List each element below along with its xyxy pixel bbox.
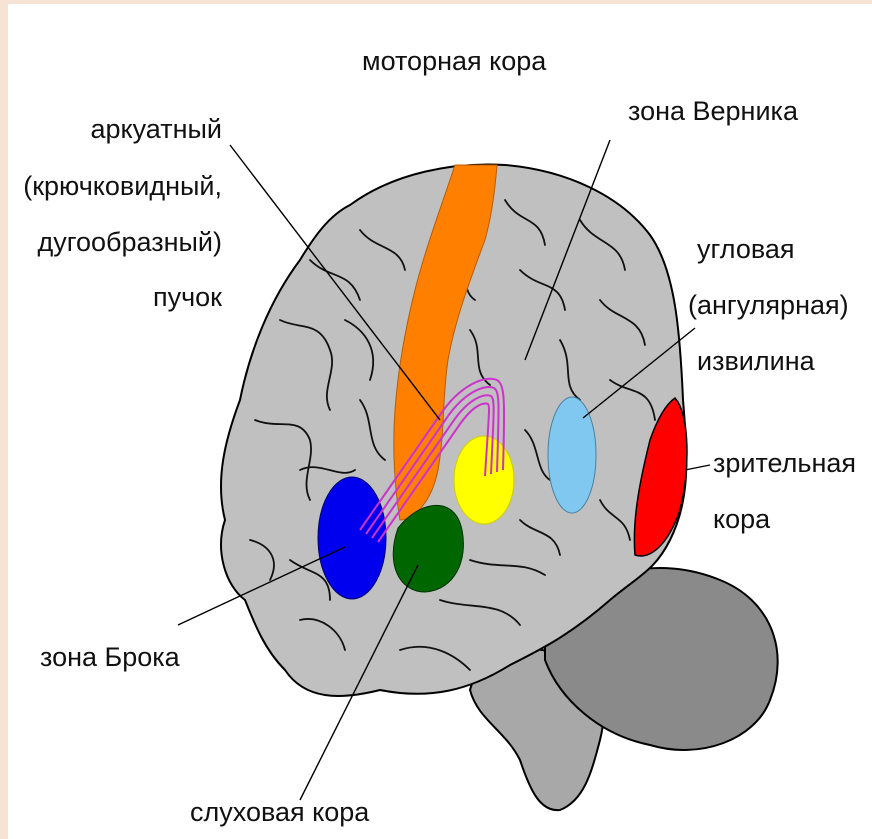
wernicke-region [454,436,514,524]
broca-region [318,477,386,599]
label-auditory: слуховая кора [190,796,369,829]
visual-pointer [685,465,710,470]
label-arcuate-line1: аркуатный [90,113,222,146]
label-visual-line2: кора [713,503,770,536]
label-wernicke: зона Верника [628,95,798,128]
label-arcuate-line4: пучок [153,281,222,314]
label-arcuate-line2: (крючковидный, [23,170,222,203]
label-angular-line3: извилина [697,345,815,378]
label-motor-cortex: моторная кора [362,45,546,78]
label-visual-line1: зрительная [713,447,856,480]
angular-gyrus-region [548,397,596,513]
label-arcuate-line3: дугообразный) [37,226,222,259]
label-angular-line2: (ангулярная) [688,289,849,322]
label-angular-line1: угловая [697,233,795,266]
label-broca: зона Брока [40,641,180,674]
